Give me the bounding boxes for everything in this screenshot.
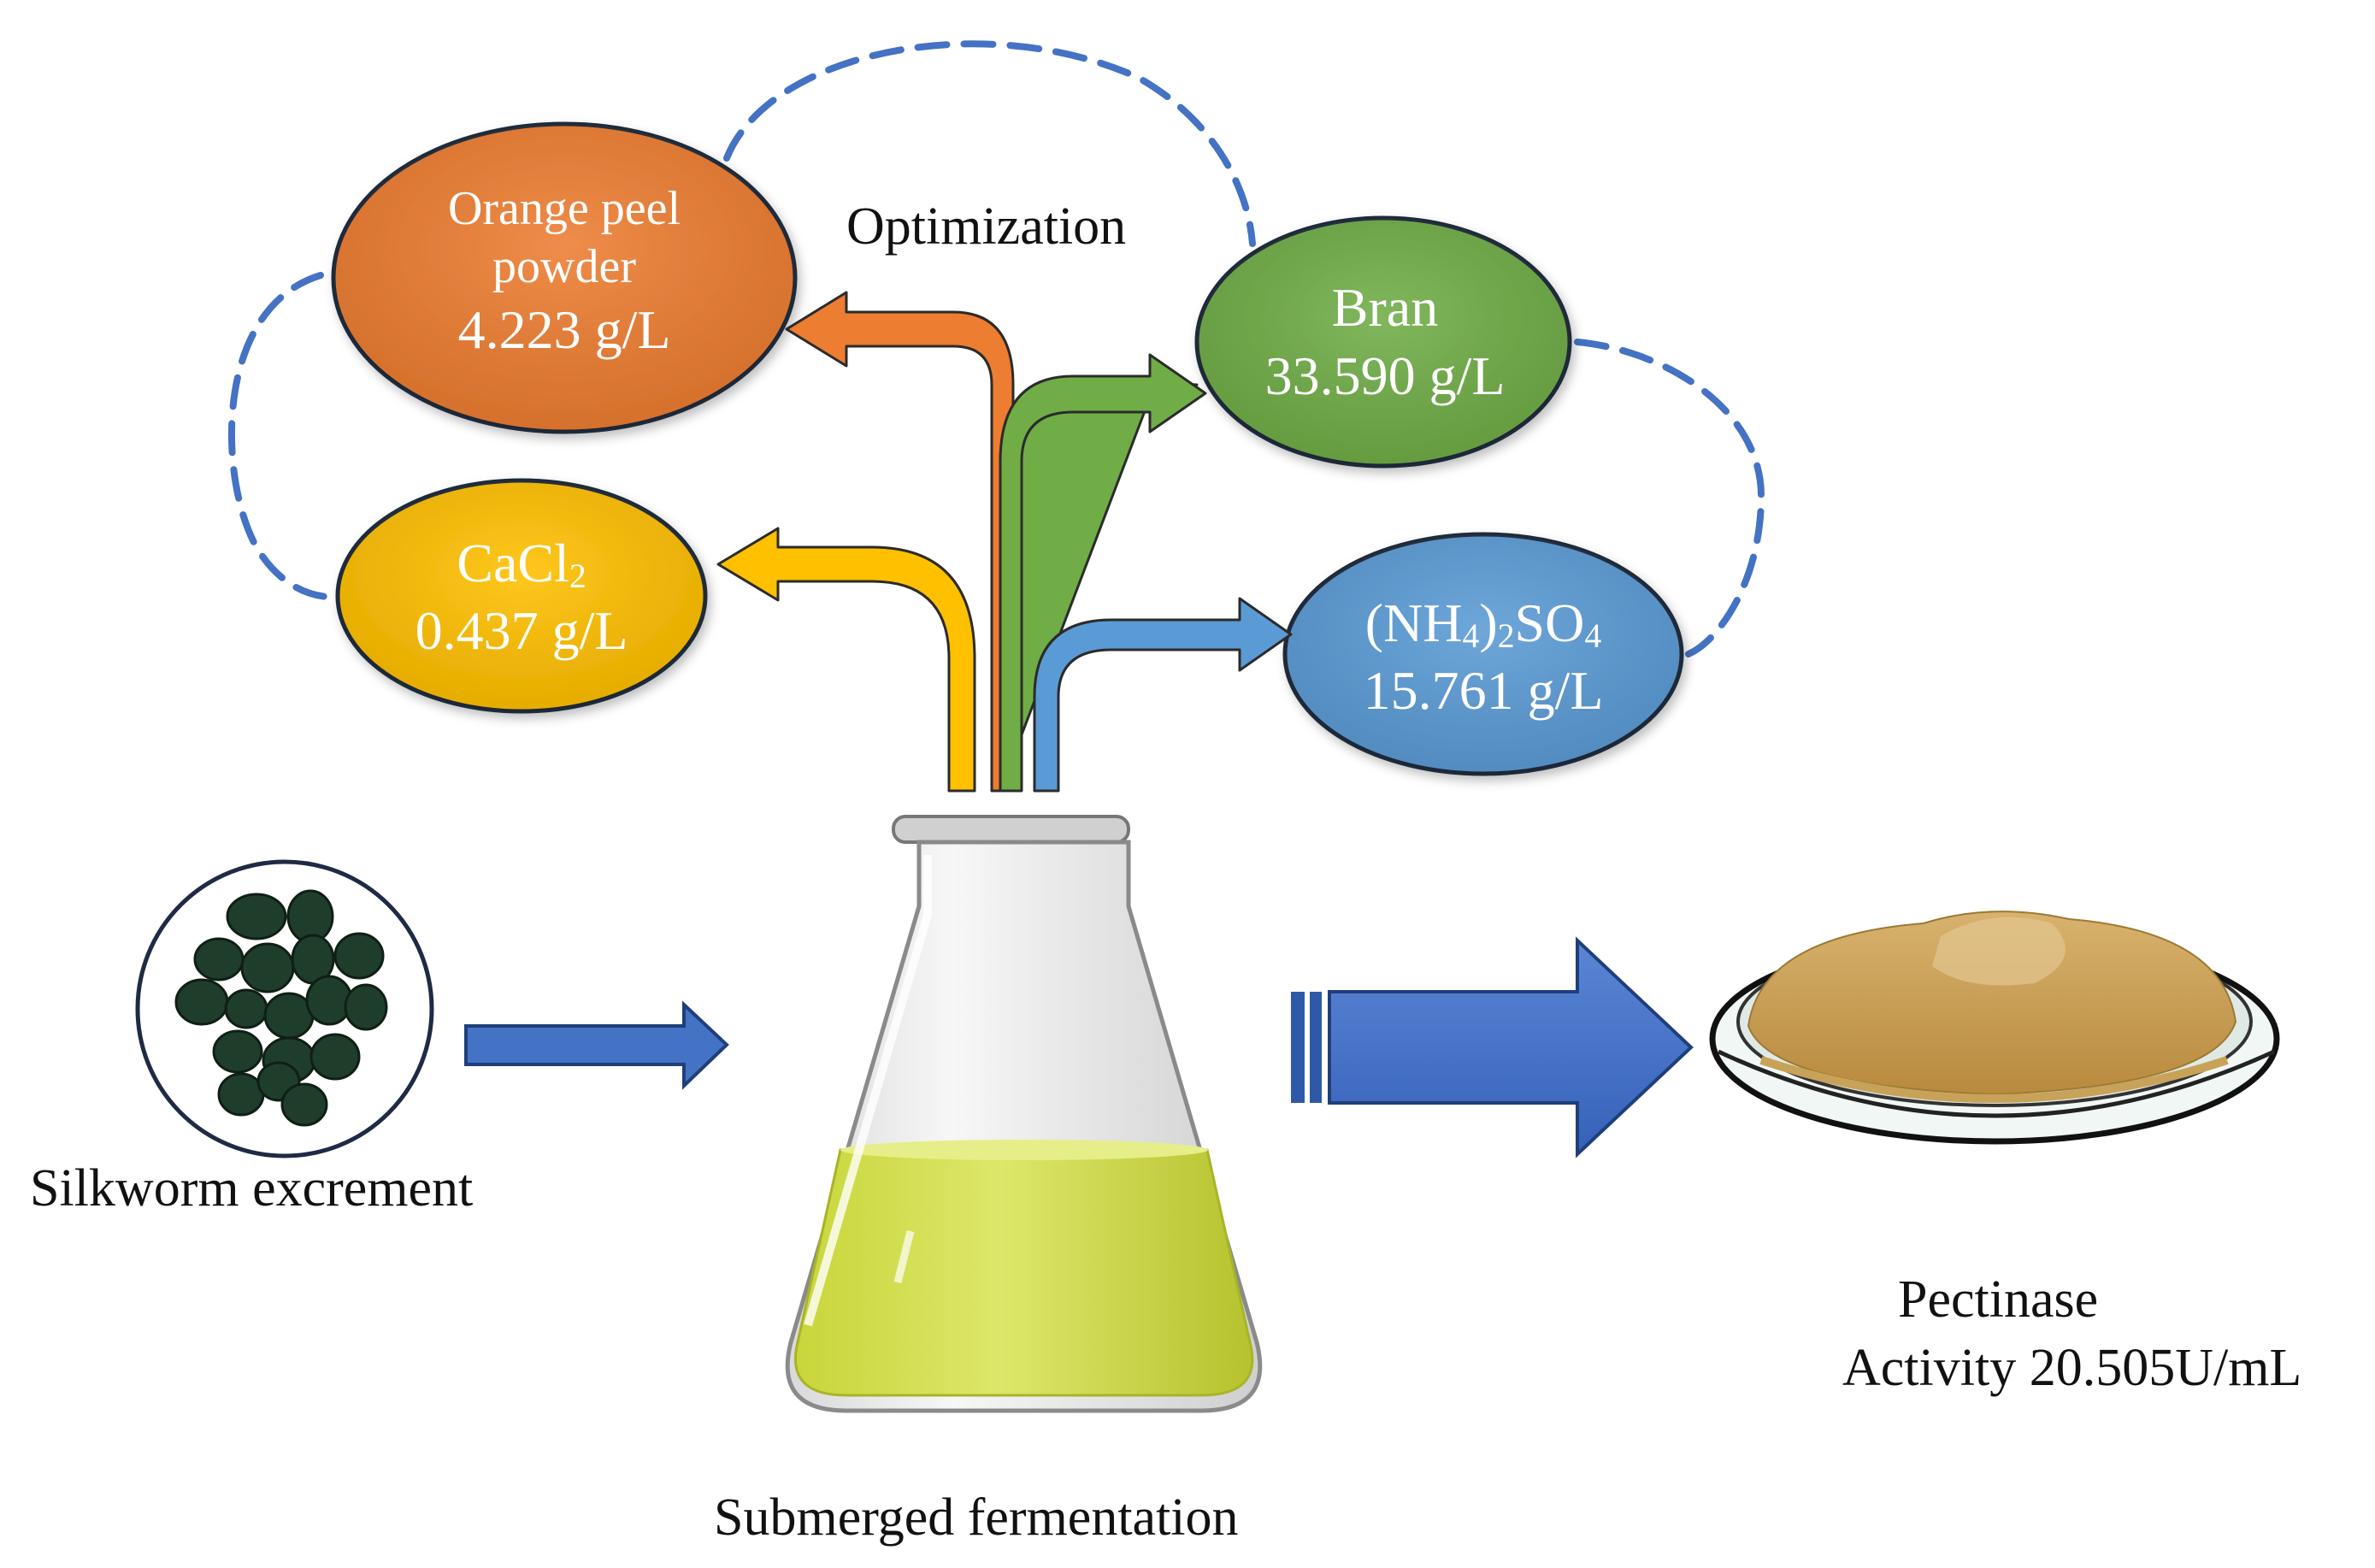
curved-arrow-icon-ammonium — [1033, 597, 1293, 793]
bran-value: 33.590 g/L — [1264, 345, 1506, 406]
formula-part-a: (NH — [1364, 592, 1463, 653]
node-cacl2 — [335, 478, 708, 714]
orange-peel-value: 4.223 g/L — [457, 298, 671, 360]
orange-peel-text: Orange peel powder 4.223 g/L — [368, 180, 761, 363]
node-orange-peel — [331, 121, 798, 434]
orange-peel-line2: powder — [492, 240, 636, 294]
cacl2-value: 0.437 g/L — [415, 599, 628, 661]
curved-arrow-icon-bran — [999, 381, 1199, 793]
curved-arrow-icon-cacl2 — [716, 527, 976, 793]
dashed-link-right — [1574, 339, 1765, 657]
erlenmeyer-flask-icon — [785, 815, 1263, 1413]
petri-dish-powder-icon — [1709, 911, 2280, 1145]
product-activity: Activity 20.505U/mL — [1842, 1339, 2302, 1397]
orange-peel-line1: Orange peel — [447, 182, 681, 235]
right-arrow-icon-small — [464, 1000, 729, 1090]
formula-sub-3: 4 — [1584, 617, 1602, 656]
curved-arrows — [716, 291, 1293, 793]
product-name: Pectinase — [1898, 1270, 2099, 1329]
curved-arrow-icon-orange — [785, 291, 1015, 793]
formula-part-c: SO — [1514, 592, 1585, 653]
silkworm-label: Silkworm excrement — [30, 1159, 474, 1217]
cacl2-formula-sub: 2 — [569, 557, 586, 596]
silkworm-pellets-icon — [135, 859, 434, 1158]
bran-name: Bran — [1331, 277, 1439, 338]
ammonium-sulfate-text: (NH4)2SO4 15.761 g/L — [1291, 590, 1676, 724]
formula-part-b: ) — [1479, 592, 1498, 653]
node-ammonium-sulfate — [1282, 532, 1684, 776]
bran-text: Bran 33.590 g/L — [1205, 274, 1565, 410]
ammonium-sulfate-value: 15.761 g/L — [1363, 659, 1604, 721]
cacl2-text: CaCl2 0.437 g/L — [342, 530, 701, 664]
formula-sub-1: 4 — [1462, 617, 1480, 656]
ammonium-sulfate-formula: (NH4)2SO4 — [1291, 590, 1676, 657]
right-arrow-icon-large — [1291, 936, 1694, 1158]
node-bran — [1194, 215, 1572, 469]
curved-arrow-icon-bran-main — [999, 353, 1207, 793]
dashed-links — [227, 40, 1765, 657]
cacl2-formula: CaCl2 — [342, 530, 701, 598]
dashed-link-top — [723, 40, 1256, 247]
dashed-link-left — [227, 272, 341, 601]
cacl2-formula-main: CaCl — [457, 533, 569, 593]
formula-sub-2: 2 — [1497, 617, 1515, 656]
optimization-label: Optimization — [846, 197, 1127, 256]
fermentation-label: Submerged fermentation — [714, 1488, 1239, 1547]
